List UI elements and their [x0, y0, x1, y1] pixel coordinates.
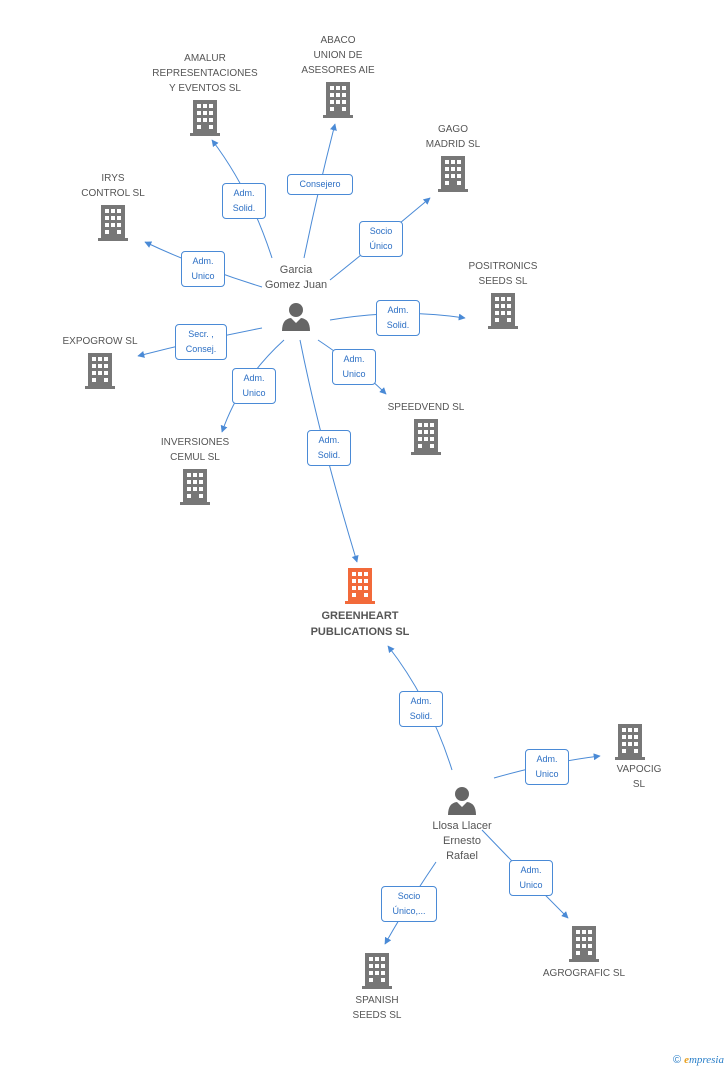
brand-logo-initial: e	[684, 1054, 689, 1066]
edge-label-garcia-positronics: Adm. Solid.	[376, 300, 420, 336]
node-label: SPEEDVEND SL	[387, 402, 465, 413]
node-label: GREENHEART PUBLICATIONS SL	[310, 610, 410, 638]
node-irys[interactable]: IRYS CONTROL SL	[70, 171, 156, 241]
node-label: AMALUR REPRESENTACIONES Y EVENTOS SL	[152, 53, 258, 94]
edge-label-llosa-spanish: Socio Único,...	[381, 886, 437, 922]
node-abaco[interactable]: ABACO UNION DE ASESORES AIE	[290, 33, 386, 118]
node-label: Llosa Llacer Ernesto Rafael	[432, 820, 492, 862]
building-icon	[323, 82, 353, 118]
edge-label-garcia-amalur: Adm. Solid.	[222, 183, 266, 219]
node-cemul[interactable]: INVERSIONES CEMUL SL	[150, 435, 240, 505]
node-label: IRYS CONTROL SL	[81, 173, 145, 199]
copyright-symbol: ©	[672, 1054, 682, 1066]
edge-label-llosa-greenheart: Adm. Solid.	[399, 691, 443, 727]
node-speedvend[interactable]: SPEEDVEND SL	[378, 400, 474, 455]
node-garcia[interactable]: Garcia Gomez Juan	[246, 263, 346, 331]
node-label: SPANISH SEEDS SL	[352, 995, 402, 1021]
building-icon	[488, 293, 518, 329]
building-icon	[345, 568, 375, 604]
building-icon	[569, 926, 599, 962]
building-icon	[615, 724, 645, 760]
person-icon	[282, 303, 310, 331]
edge-label-garcia-gago: Socio Único	[359, 221, 403, 257]
node-gago[interactable]: GAGO MADRID SL	[410, 122, 496, 192]
node-label: ABACO UNION DE ASESORES AIE	[301, 35, 375, 76]
node-label: GAGO MADRID SL	[425, 124, 481, 150]
brand-credit: ©empresia	[673, 1054, 724, 1066]
node-positronics[interactable]: POSITRONICS SEEDS SL	[458, 259, 548, 329]
building-icon	[438, 156, 468, 192]
node-label: INVERSIONES CEMUL SL	[160, 437, 230, 463]
edge-label-garcia-abaco: Consejero	[287, 174, 353, 195]
building-icon	[98, 205, 128, 241]
node-greenheart[interactable]: GREENHEART PUBLICATIONS SL	[300, 568, 420, 640]
edge-label-garcia-greenheart: Adm. Solid.	[307, 430, 351, 466]
edge-label-garcia-expogrow: Secr. , Consej.	[175, 324, 227, 360]
node-label: Garcia Gomez Juan	[264, 264, 328, 291]
node-label: AGROGRAFIC SL	[542, 968, 626, 979]
edge-label-garcia-cemul: Adm. Unico	[232, 368, 276, 404]
node-amalur[interactable]: AMALUR REPRESENTACIONES Y EVENTOS SL	[145, 51, 265, 136]
node-expogrow[interactable]: EXPOGROW SL	[55, 334, 145, 389]
node-label: POSITRONICS SEEDS SL	[468, 261, 538, 287]
edge-label-llosa-agrografic: Adm. Unico	[509, 860, 553, 896]
person-icon	[448, 787, 476, 815]
node-llosa[interactable]: Llosa Llacer Ernesto Rafael	[414, 785, 510, 864]
building-icon	[362, 953, 392, 989]
building-icon	[411, 419, 441, 455]
edge-label-garcia-speedvend: Adm. Unico	[332, 349, 376, 385]
node-label: VAPOCIG SL	[616, 764, 662, 790]
node-vapocig[interactable]: VAPOCIG SL	[592, 724, 668, 792]
node-label: EXPOGROW SL	[62, 336, 138, 347]
brand-logo-text: mpresia	[688, 1054, 724, 1066]
building-icon	[85, 353, 115, 389]
building-icon	[180, 469, 210, 505]
node-agrografic[interactable]: AGROGRAFIC SL	[536, 926, 632, 981]
building-icon	[190, 100, 220, 136]
edge-label-garcia-irys: Adm. Unico	[181, 251, 225, 287]
node-spanish[interactable]: SPANISH SEEDS SL	[337, 953, 417, 1023]
edge-label-llosa-vapocig: Adm. Unico	[525, 749, 569, 785]
